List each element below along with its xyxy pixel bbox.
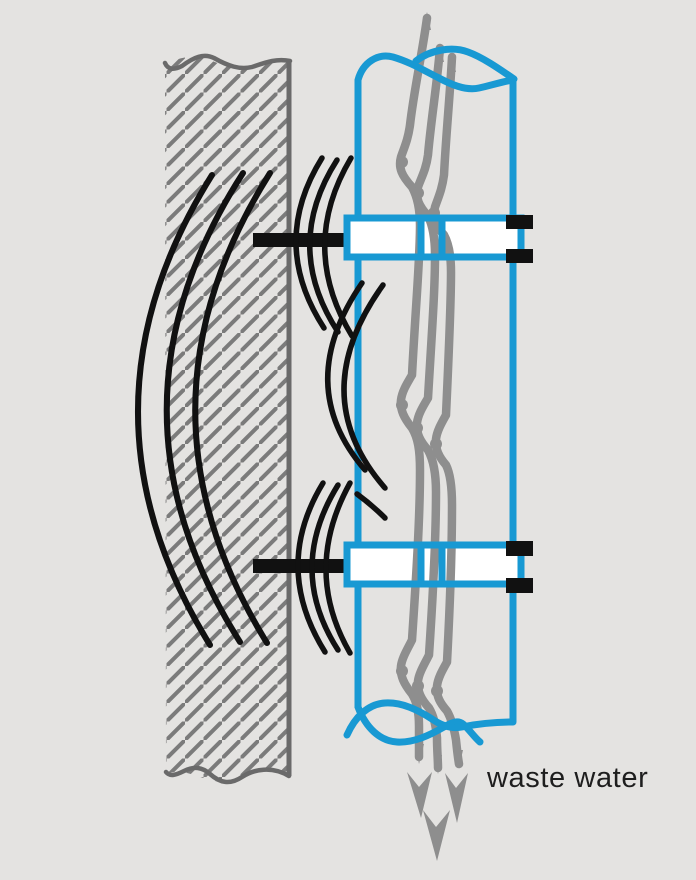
water-tip-bottom	[434, 755, 442, 774]
sound-wave-arcs-wall	[135, 170, 273, 648]
flow-direction-arrows	[407, 772, 468, 861]
sound-arc-wall-1	[135, 172, 215, 648]
pipe-clamp-upper-insert	[417, 218, 446, 257]
sound-arc-wall-2	[163, 170, 246, 645]
clamp-bolt-head	[506, 578, 533, 593]
water-tip-top	[448, 53, 456, 72]
wall-anchor-bolt-upper	[253, 233, 349, 247]
pipe-break-symbol-top	[354, 45, 518, 93]
water-knee-blob	[431, 685, 443, 697]
water-knee-blob	[411, 422, 423, 434]
down-arrow-icon	[423, 810, 450, 861]
pipe-clamp-lower	[343, 541, 525, 588]
water-knee-blob	[396, 665, 408, 677]
sound-arc-upper-clamp-1	[293, 155, 327, 331]
clamp-bolt-head	[506, 215, 533, 229]
water-flow-stream	[395, 12, 464, 774]
wall-broken-edge-top	[162, 53, 293, 71]
wall-broken-edge-bottom	[163, 765, 292, 785]
clamp-bolt-heads	[506, 215, 533, 593]
wall-hatch-fill	[165, 56, 290, 782]
water-knee-blob	[412, 187, 424, 199]
sound-arc-wall-3	[192, 170, 273, 646]
water-knee-blob	[430, 438, 442, 450]
pipe-break-symbol-bottom	[343, 699, 517, 746]
water-tip-top	[422, 12, 431, 30]
water-strand-1	[395, 13, 432, 762]
water-knee-blob	[396, 399, 408, 411]
sound-arc-pipe-3	[354, 491, 388, 521]
down-arrow-icon	[445, 773, 468, 823]
pipe-clamp-lower-insert	[417, 545, 446, 584]
sound-wave-arcs-pipe-wall	[325, 280, 388, 521]
sound-wave-arcs-lower-clamp	[295, 480, 353, 656]
water-strand-2	[412, 43, 445, 773]
wall-anchor-bolt-lower	[253, 559, 349, 573]
water-knee-blob	[412, 680, 424, 692]
sound-arc-pipe-1	[325, 280, 368, 473]
pipe-break-bottom-curve-2	[343, 699, 517, 739]
down-arrow-icon	[407, 772, 432, 818]
sound-arc-lower-clamp-1	[295, 480, 328, 655]
clamp-bolt-head	[506, 249, 533, 263]
sound-arc-upper-clamp-3	[322, 155, 355, 339]
sound-arc-lower-clamp-3	[323, 480, 353, 656]
sound-arc-lower-clamp-2	[309, 482, 341, 653]
sound-arc-upper-clamp-2	[307, 157, 341, 335]
pipe-break-top-curve-1	[354, 52, 517, 93]
sound-wave-arcs-upper-clamp	[293, 155, 355, 339]
sound-arc-pipe-2	[341, 282, 388, 491]
waste-water-pipe	[343, 45, 525, 746]
water-knee-blob	[396, 156, 408, 168]
clamp-bolt-head	[506, 541, 533, 556]
water-strand-3	[429, 52, 464, 769]
wall-hatched-section	[162, 53, 293, 785]
pipe-clamp-upper	[343, 214, 525, 261]
waste-water-label: waste water	[487, 762, 649, 794]
pipe-break-top-curve-2	[412, 45, 518, 83]
water-tip-bottom	[455, 750, 463, 768]
water-tip-bottom	[415, 744, 424, 764]
